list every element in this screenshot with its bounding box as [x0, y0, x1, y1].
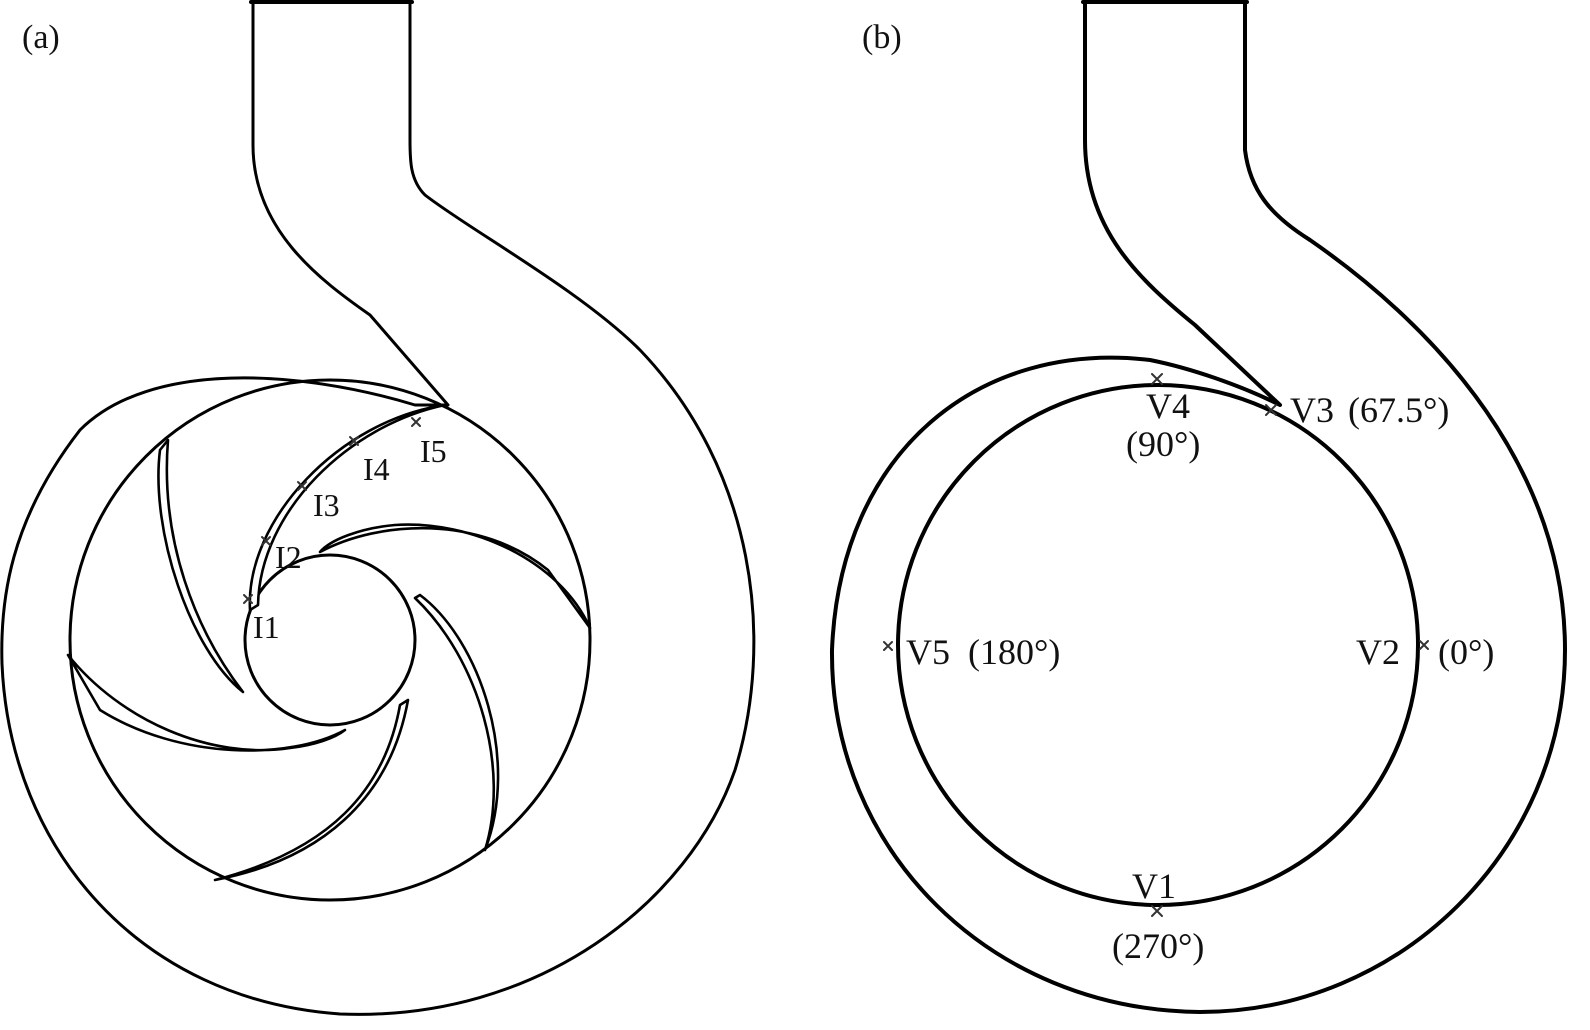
blade-6: [157, 438, 245, 694]
panel-b-label: (b): [862, 19, 902, 56]
volute-inner-circle: [896, 383, 1420, 907]
impeller-probe-markers: [243, 417, 421, 604]
probe-marker-i2: [261, 536, 271, 546]
probe-marker-v5: [883, 641, 893, 651]
blade-3: [413, 593, 500, 852]
impeller-hub: [243, 553, 417, 727]
probe-angle-v3: (67.5°): [1348, 390, 1449, 430]
blade-5: [66, 653, 347, 752]
panel-a: (a) I1 I2 I3 I4 I5: [0, 0, 756, 1016]
probe-angle-v5: (180°): [968, 632, 1060, 672]
panel-b: (b) V1 (270°) V2 (0°) V3 (67.5°) V4 (90°…: [829, 0, 1567, 1014]
probe-angle-v2: (0°): [1438, 632, 1494, 672]
probe-label-v1: V1: [1132, 866, 1176, 906]
probe-marker-v3: [1265, 404, 1277, 416]
probe-label-i4: I4: [363, 451, 390, 487]
probe-label-v3: V3: [1290, 390, 1334, 430]
probe-marker-v4: [1151, 373, 1163, 385]
probe-label-v5: V5: [906, 632, 950, 672]
probe-label-i3: I3: [313, 487, 340, 523]
probe-angle-v4: (90°): [1126, 424, 1200, 464]
probe-marker-v1: [1151, 905, 1163, 917]
panel-a-label: (a): [22, 19, 60, 56]
blade-2: [318, 523, 592, 630]
probe-label-v4: V4: [1146, 386, 1190, 426]
probe-label-v2: V2: [1356, 632, 1400, 672]
volute-outline-a: [0, 0, 756, 1016]
probe-marker-i3: [297, 481, 307, 491]
probe-marker-v2: [1419, 640, 1429, 650]
probe-marker-i4: [349, 436, 359, 446]
volute-probe-markers: [883, 373, 1429, 917]
probe-angle-v1: (270°): [1112, 926, 1204, 966]
probe-label-i5: I5: [420, 433, 447, 469]
probe-marker-i5: [411, 417, 421, 427]
impeller-outer-circle: [68, 378, 592, 902]
impeller-blades: [66, 403, 592, 882]
probe-label-i2: I2: [275, 539, 302, 575]
probe-label-i1: I1: [253, 609, 280, 645]
volute-outline-b: [829, 0, 1567, 1014]
blade-1: [248, 403, 447, 612]
blade-4: [213, 698, 410, 882]
probe-marker-i1: [243, 594, 253, 604]
